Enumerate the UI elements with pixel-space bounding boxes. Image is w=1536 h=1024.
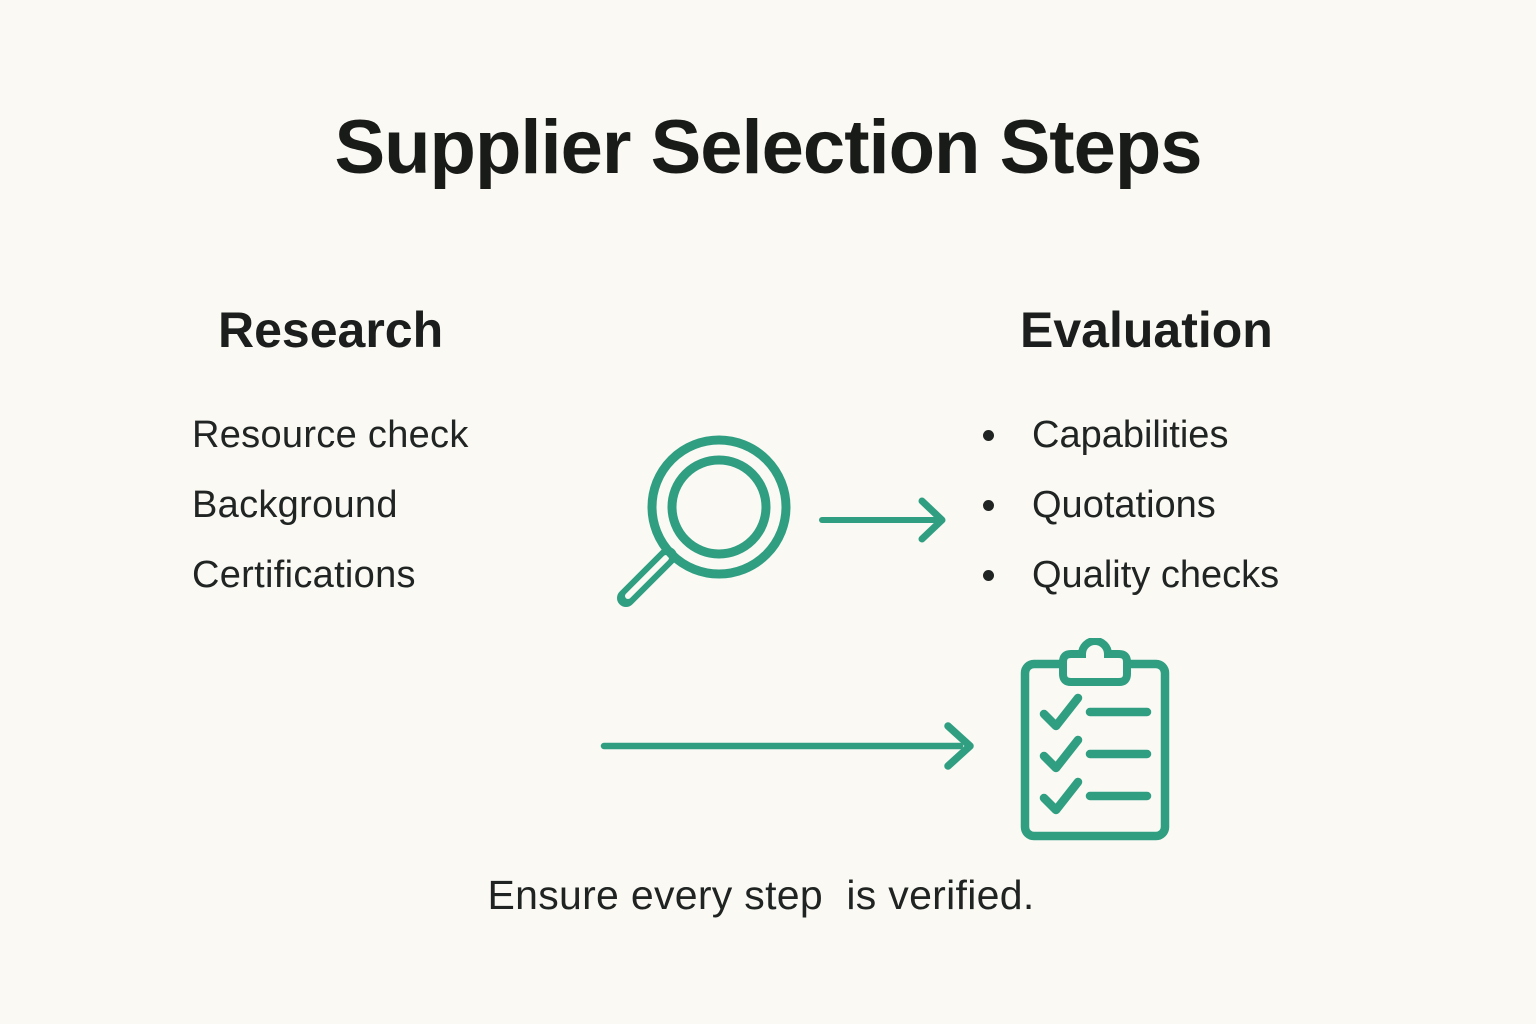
bullet-dot-icon [983,429,994,441]
page-title: Supplier Selection Steps [334,105,1202,190]
list-item-label: Quality checks [1032,553,1280,596]
bullet-dot-icon [983,569,994,581]
list-item: Capabilities [983,400,1279,470]
arrow-right-icon [819,497,946,543]
list-item-label: Capabilities [1032,413,1229,456]
evaluation-heading: Evaluation [1020,302,1273,358]
list-item-label: Quotations [1032,483,1216,526]
list-item: Background [192,483,398,526]
research-heading: Research [218,302,444,358]
list-item: Certifications [192,553,416,596]
list-item: Resource check [192,413,469,456]
evaluation-list: Capabilities Quotations Quality checks [983,400,1279,610]
footer-caption: Ensure every step is verified. [487,872,1035,918]
list-item: Quality checks [983,540,1279,610]
bullet-dot-icon [983,499,994,511]
clipboard-checklist-icon [1020,638,1170,841]
magnifier-search-icon [617,435,791,607]
research-list: Resource check Background Certifications [192,400,469,610]
list-item: Quotations [983,470,1279,540]
arrow-right-long-icon [600,722,974,770]
